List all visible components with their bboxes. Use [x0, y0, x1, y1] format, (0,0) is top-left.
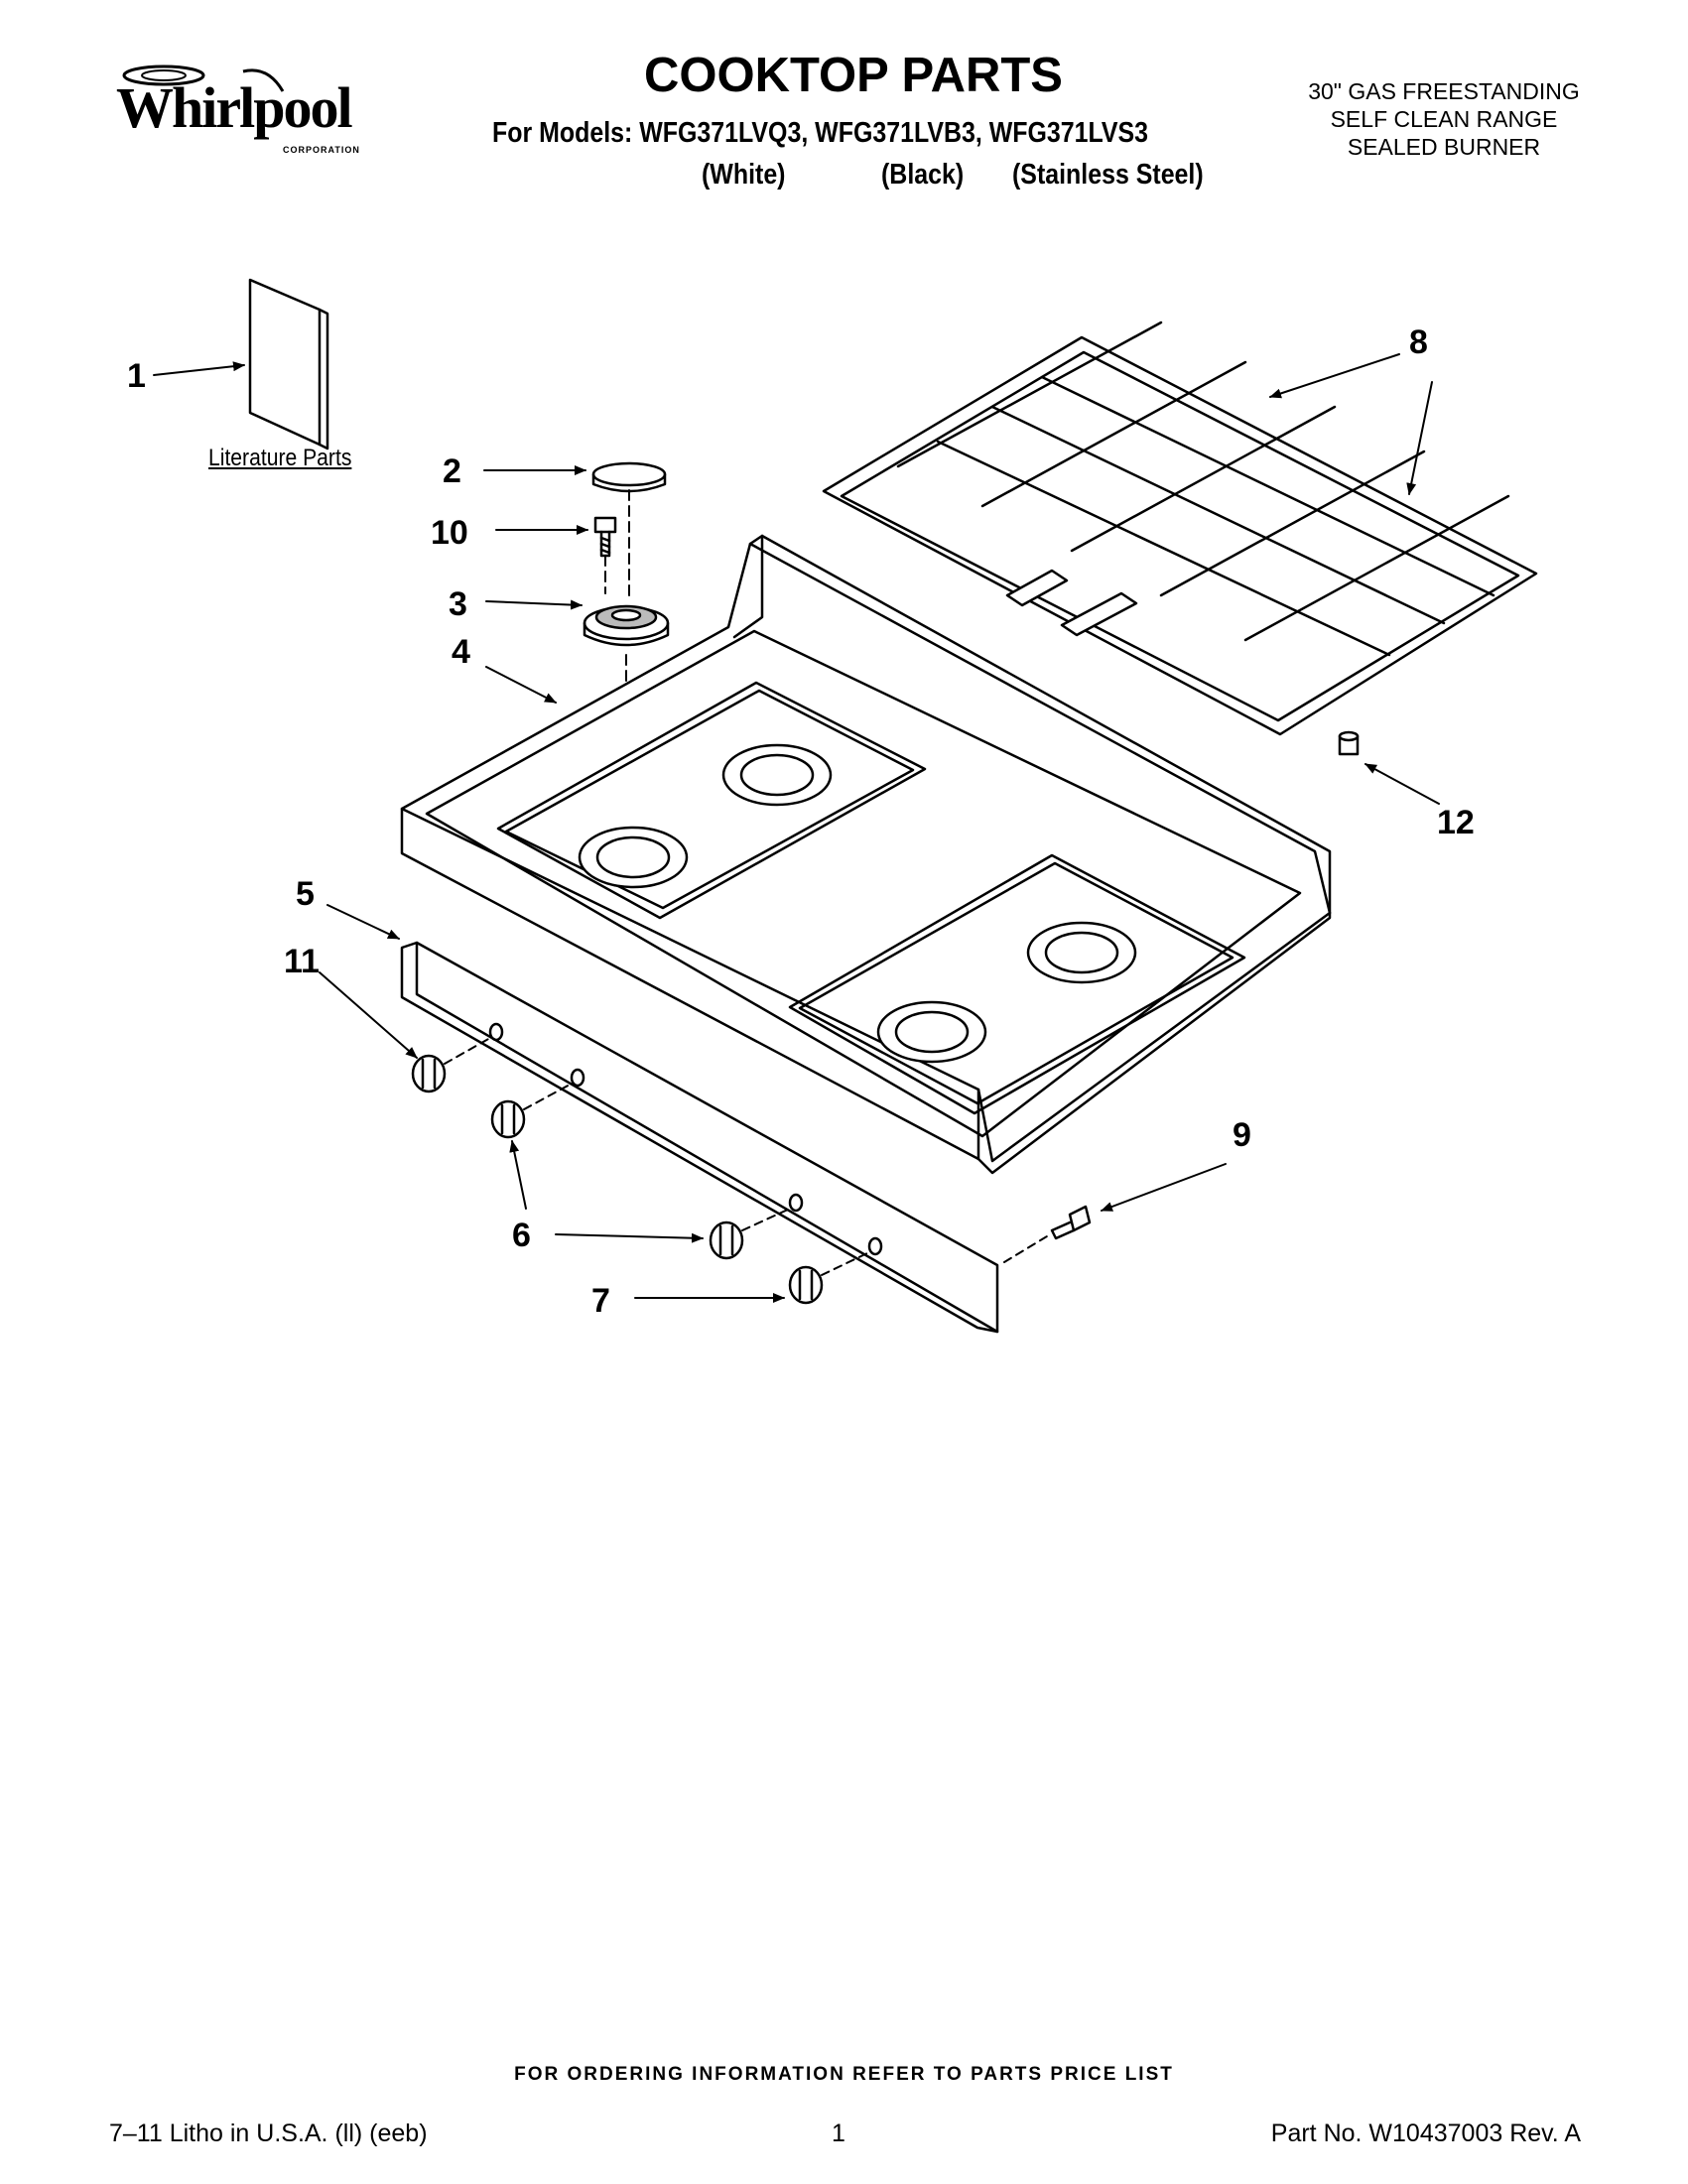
- cooktop-exploded-diagram: 1 2 3 4 5 6 7 8 9 10 11 12: [127, 278, 1538, 1334]
- callout-2: 2: [443, 452, 461, 490]
- models-line: For Models: WFG371LVQ3, WFG371LVB3, WFG3…: [492, 117, 1149, 149]
- control-knob: [411, 1054, 447, 1093]
- control-knob: [709, 1220, 744, 1260]
- callout-12: 12: [1437, 804, 1475, 841]
- screw-part-10: [593, 516, 617, 558]
- grate-foot: [1338, 730, 1360, 756]
- description-line-2: SELF CLEAN RANGE: [1330, 106, 1558, 132]
- screw-part-9: [1050, 1205, 1092, 1240]
- logo-wordmark: Whirlpool: [116, 75, 353, 140]
- variant-white: (White): [702, 159, 786, 191]
- callout-4: 4: [452, 633, 470, 671]
- callout-10: 10: [431, 514, 468, 552]
- callout-3: 3: [449, 585, 467, 623]
- control-knob: [490, 1099, 526, 1139]
- cooktop-panel: [400, 534, 1332, 1175]
- control-knob: [788, 1265, 824, 1305]
- literature-parts-label: Literature Parts: [208, 445, 352, 471]
- callout-8: 8: [1409, 323, 1428, 361]
- literature-booklet: [248, 278, 329, 450]
- whirlpool-logo: Whirlpool CORPORATION: [94, 62, 382, 171]
- variant-black: (Black): [881, 159, 965, 191]
- description-line-1: 30" GAS FREESTANDING: [1308, 78, 1580, 104]
- callout-5: 5: [296, 875, 315, 913]
- description-line-3: SEALED BURNER: [1347, 134, 1541, 160]
- callout-6: 6: [512, 1217, 531, 1254]
- litho-info: 7–11 Litho in U.S.A. (ll) (eeb): [109, 2120, 428, 2147]
- callout-1: 1: [127, 357, 146, 395]
- callout-11: 11: [284, 943, 320, 980]
- callout-7: 7: [591, 1282, 610, 1320]
- ordering-note: FOR ORDERING INFORMATION REFER TO PARTS …: [514, 2064, 1174, 2085]
- page-title: COOKTOP PARTS: [643, 49, 1063, 102]
- burner-base: [583, 604, 670, 647]
- burner-cap: [591, 461, 667, 493]
- variant-stainless: (Stainless Steel): [1012, 159, 1204, 191]
- control-panel-trim: [400, 941, 999, 1334]
- page-number: 1: [832, 2120, 845, 2147]
- callout-9: 9: [1233, 1116, 1251, 1154]
- part-number: Part No. W10437003 Rev. A: [1270, 2120, 1581, 2147]
- product-description: 30" GAS FREESTANDING SELF CLEAN RANGE SE…: [1226, 77, 1662, 161]
- logo-swirl-icon: [122, 64, 285, 92]
- logo-corporation: CORPORATION: [283, 145, 360, 155]
- burner-grate: [822, 321, 1538, 736]
